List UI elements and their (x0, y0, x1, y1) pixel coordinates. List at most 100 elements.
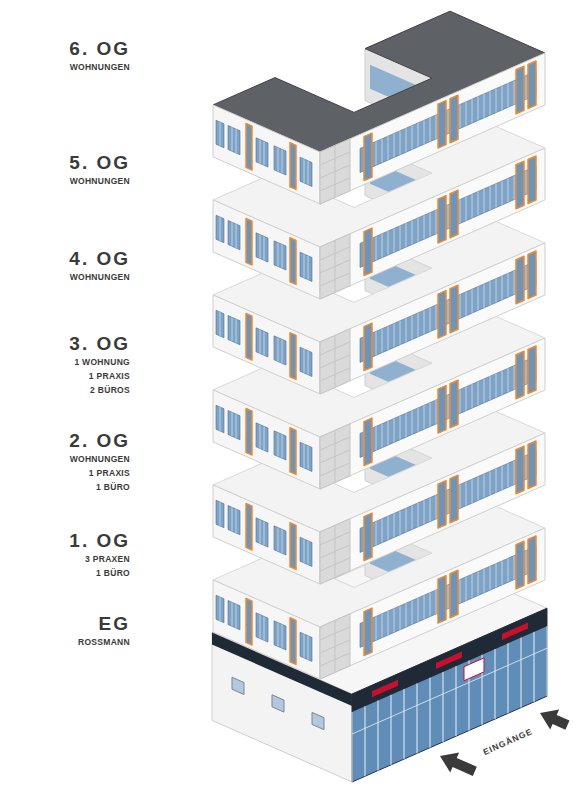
window-mullion (282, 624, 283, 648)
floor-use: 1 PRAXIS (89, 468, 130, 479)
window-mullion (220, 407, 221, 431)
window-band (360, 71, 536, 172)
window-mullion (260, 140, 261, 164)
window-mullion (436, 115, 437, 139)
stair-core-line (335, 430, 336, 482)
window (274, 336, 286, 365)
window-mullion (484, 379, 485, 403)
window-mullion (412, 411, 413, 435)
storefront-mullion (443, 672, 444, 742)
window-mullion (400, 131, 401, 155)
stair-core (320, 424, 350, 489)
window-mullion (394, 608, 395, 632)
window-mullion (232, 602, 233, 626)
window-band (360, 356, 536, 457)
window-mullion (484, 474, 485, 498)
window-mullion (430, 308, 431, 332)
ground-window (232, 677, 244, 694)
window-mullion (278, 338, 279, 362)
window-mullion (466, 482, 467, 506)
storefront-mullion (534, 632, 535, 702)
window-mullion (220, 217, 221, 241)
window-mullion (460, 104, 461, 128)
window-mullion (484, 94, 485, 118)
window-mullion (278, 623, 279, 647)
window-mullion (282, 244, 283, 268)
storefront-mullion (352, 712, 353, 782)
window-mullion (236, 509, 237, 533)
window (228, 316, 240, 345)
window-mullion (424, 215, 425, 239)
floor-name: 2. OG (69, 430, 130, 452)
window-mullion (466, 292, 467, 316)
window-mullion (308, 446, 309, 470)
window-mullion (388, 136, 389, 160)
tall-window (438, 291, 446, 339)
shop-sign (372, 680, 398, 697)
window-mullion (264, 426, 265, 450)
window-mullion (376, 426, 377, 450)
window-mullion (436, 210, 437, 234)
window-mullion (502, 86, 503, 110)
window-mullion (382, 139, 383, 163)
window (300, 632, 312, 661)
window-mullion (526, 170, 527, 194)
stair-core-line (335, 145, 336, 197)
window-mullion (308, 636, 309, 660)
window-mullion (236, 604, 237, 628)
window-mullion (376, 521, 377, 545)
wall-left (213, 295, 320, 394)
window-mullion (232, 127, 233, 151)
window-mullion (260, 235, 261, 259)
window-mullion (412, 601, 413, 625)
window-mullion (232, 412, 233, 436)
tall-window (364, 323, 372, 371)
window-mullion (282, 149, 283, 173)
window (228, 601, 240, 630)
window-mullion (232, 507, 233, 531)
window-mullion (502, 561, 503, 585)
window-mullion (490, 91, 491, 115)
window (228, 411, 240, 440)
window-mullion (496, 89, 497, 113)
floor-name: 3. OG (69, 333, 130, 355)
window (216, 120, 224, 148)
window-mullion (376, 331, 377, 355)
window-mullion (260, 330, 261, 354)
window-mullion (220, 502, 221, 526)
window-mullion (264, 521, 265, 545)
building (212, 11, 570, 782)
window-mullion (308, 541, 309, 565)
window-mullion (448, 490, 449, 514)
window (256, 613, 268, 642)
window-mullion (412, 506, 413, 530)
window-mullion (406, 603, 407, 627)
window-mullion (388, 421, 389, 445)
window (300, 252, 312, 281)
window-mullion (382, 234, 383, 258)
window-mullion (308, 161, 309, 185)
window-band (360, 166, 536, 267)
window-mullion (304, 539, 305, 563)
window-mullion (508, 273, 509, 297)
window-mullion (406, 413, 407, 437)
window-mullion (472, 574, 473, 598)
window-mullion (466, 197, 467, 221)
wall-left (213, 105, 320, 204)
tall-window (450, 475, 458, 523)
window (256, 423, 268, 452)
window (256, 233, 268, 262)
window-mullion (412, 126, 413, 150)
window-mullion (264, 616, 265, 640)
tall-window (364, 608, 372, 656)
window-mullion (514, 271, 515, 295)
window-mullion (406, 508, 407, 532)
floor-name: 6. OG (69, 38, 130, 60)
window-mullion (526, 75, 527, 99)
window-band (360, 546, 536, 647)
tall-window (364, 228, 372, 276)
window-mullion (418, 218, 419, 242)
window-mullion (508, 558, 509, 582)
window-mullion (466, 387, 467, 411)
window-mullion (418, 313, 419, 337)
